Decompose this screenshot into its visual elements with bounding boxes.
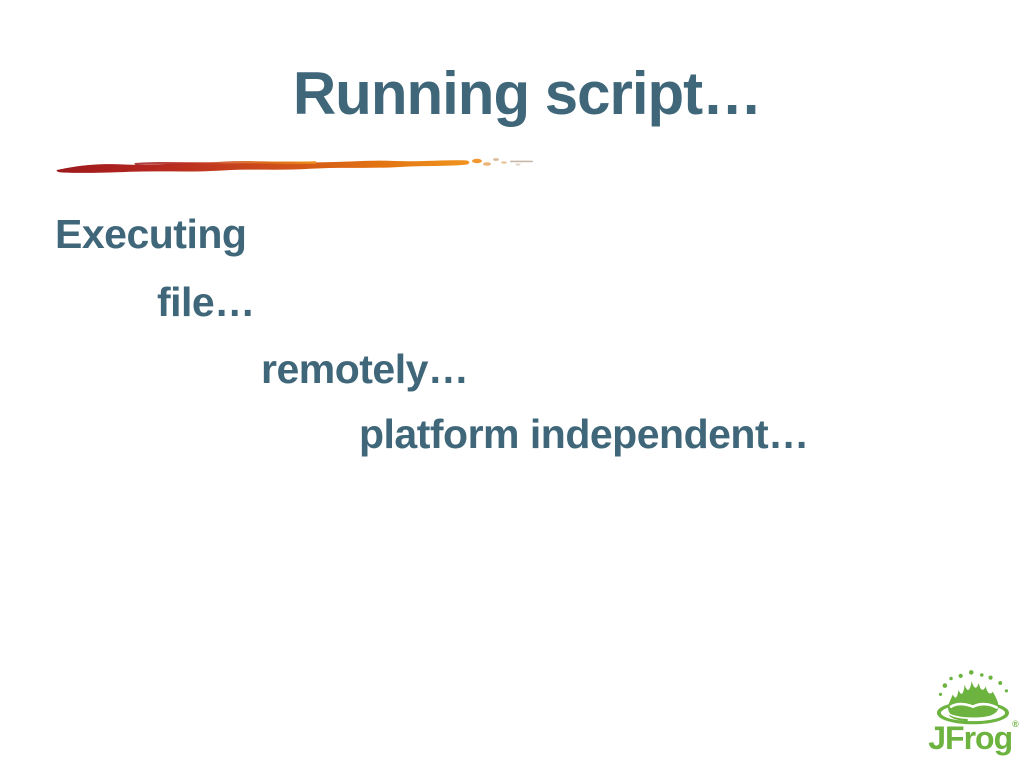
- body-line-remotely: remotely…: [261, 346, 469, 392]
- jfrog-wordmark: JFrog®: [928, 719, 1019, 756]
- body-line-platform-independent: platform independent…: [359, 411, 809, 457]
- brush-stroke-shape: [56, 158, 533, 173]
- registered-trademark-symbol: ®: [1012, 719, 1019, 729]
- jfrog-splash-crown-icon: [936, 670, 1010, 725]
- body-line-file: file…: [157, 279, 255, 325]
- jfrog-logo: JFrog®: [925, 668, 1021, 754]
- brush-stroke-divider-icon: [56, 158, 533, 173]
- slide-title: Running script…: [292, 60, 762, 127]
- body-line-executing: Executing: [55, 211, 247, 257]
